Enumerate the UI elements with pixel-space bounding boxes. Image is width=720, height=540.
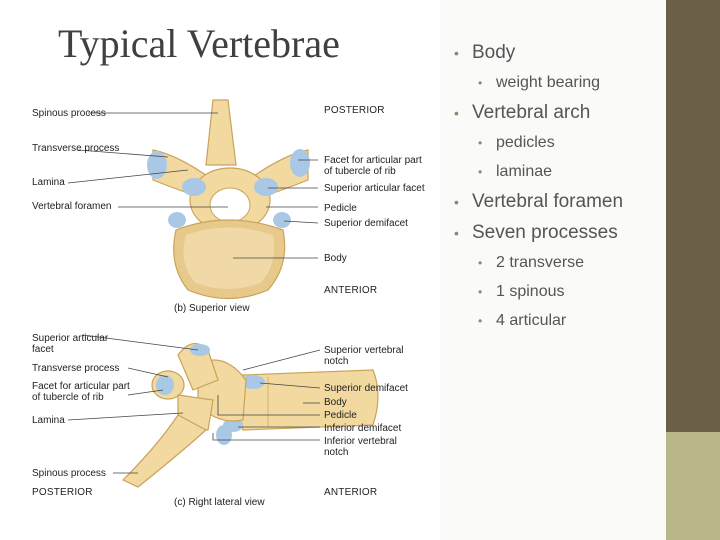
label-body-lateral: Body	[324, 397, 347, 408]
label-inferior-vertebral-notch: Inferior vertebral notch	[324, 436, 397, 458]
bullet-panel-background	[440, 0, 666, 540]
label-spinous-process-lateral: Spinous process	[32, 468, 106, 479]
bullet-dot-icon: •	[478, 76, 483, 90]
bullet-dot-icon: •	[454, 105, 459, 121]
bullet-list: • Body • weight bearing • Vertebral arch • p…	[454, 42, 664, 340]
bullet-dot-icon: •	[478, 136, 483, 150]
label-body-superior: Body	[324, 253, 347, 264]
label-lamina-lateral: Lamina	[32, 415, 65, 426]
superior-view-drawing	[67, 99, 319, 300]
bullet-dot-icon: •	[454, 225, 459, 241]
bullet-item: • Seven processes	[454, 222, 664, 253]
sub-bullet-text: weight bearing	[496, 74, 601, 91]
label-transverse-process-lateral: Transverse process	[32, 363, 120, 374]
label-posterior-superior: POSTERIOR	[324, 105, 385, 116]
label-superior-articular-facet: Superior articular facet	[324, 183, 425, 194]
label-pedicle-superior: Pedicle	[324, 203, 357, 214]
bullet-text: Vertebral foramen	[472, 191, 624, 212]
sub-bullet-text: 2 transverse	[496, 254, 585, 271]
sub-bullet-text: pedicles	[496, 134, 555, 151]
decorative-sidebar-dark	[666, 0, 720, 432]
label-superior-demifacet-lateral: Superior demifacet	[324, 383, 408, 394]
label-posterior-lateral: POSTERIOR	[32, 487, 93, 498]
sub-bullet-item: • weight bearing	[454, 73, 664, 102]
label-lamina-superior: Lamina	[32, 177, 65, 188]
vertebra-figure: Spinous process Transverse process Lamin…	[28, 95, 440, 515]
caption-superior-view: (b) Superior view	[174, 303, 250, 314]
caption-lateral-view: (c) Right lateral view	[174, 497, 265, 508]
label-pedicle-lateral: Pedicle	[324, 410, 357, 421]
label-transverse-process-superior: Transverse process	[32, 143, 120, 154]
decorative-sidebar-light	[666, 432, 720, 540]
vertebra-illustration	[67, 99, 379, 488]
sub-bullet-text: 4 articular	[496, 312, 567, 329]
label-anterior-lateral: ANTERIOR	[324, 487, 378, 498]
bullet-text: Vertebral arch	[472, 102, 591, 123]
slide-title: Typical Vertebrae	[58, 21, 340, 66]
label-rib-tubercle-facet-lateral: Facet for articular part of tubercle of …	[32, 381, 130, 403]
bullet-dot-icon: •	[454, 194, 459, 210]
bullet-item: • Body	[454, 42, 664, 73]
label-inferior-demifacet: Inferior demifacet	[324, 423, 402, 434]
label-anterior-superior: ANTERIOR	[324, 285, 378, 296]
sub-bullet-text: laminae	[496, 163, 553, 180]
bullet-text: Body	[472, 42, 516, 63]
label-vertebral-foramen: Vertebral foramen	[32, 201, 112, 212]
sub-bullet-item: • laminae	[454, 162, 664, 191]
label-superior-articular-facet-lateral: Superior articular facet	[32, 333, 109, 355]
bullet-dot-icon: •	[478, 314, 483, 328]
label-rib-tubercle-facet-superior: Facet for articular part of tubercle of …	[324, 155, 422, 177]
sub-bullet-item: • 2 transverse	[454, 253, 664, 282]
sub-bullet-item: • 1 spinous	[454, 282, 664, 311]
bullet-item: • Vertebral foramen	[454, 191, 664, 222]
bullet-item: • Vertebral arch	[454, 102, 664, 133]
bullet-dot-icon: •	[478, 256, 483, 270]
label-superior-vertebral-notch: Superior vertebral notch	[324, 345, 404, 367]
sub-bullet-item: • pedicles	[454, 133, 664, 162]
sub-bullet-text: 1 spinous	[496, 283, 565, 300]
bullet-dot-icon: •	[478, 165, 483, 179]
bullet-dot-icon: •	[454, 45, 459, 61]
label-spinous-process-superior: Spinous process	[32, 108, 106, 119]
lateral-view-drawing	[67, 334, 379, 488]
label-superior-demifacet-superior: Superior demifacet	[324, 218, 408, 229]
bullet-text: Seven processes	[472, 222, 618, 243]
sub-bullet-item: • 4 articular	[454, 311, 664, 340]
bullet-dot-icon: •	[478, 285, 483, 299]
